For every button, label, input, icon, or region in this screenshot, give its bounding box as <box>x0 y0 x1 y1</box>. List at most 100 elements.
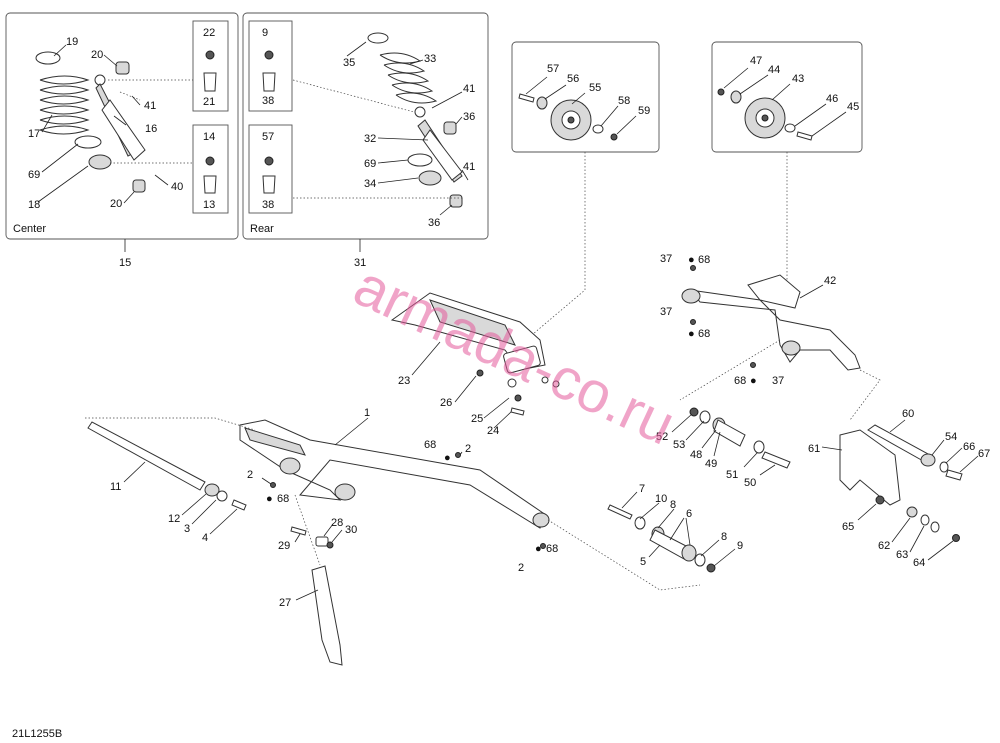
callout-3: 3 <box>184 523 190 535</box>
nut <box>326 541 334 549</box>
callout-36: 36 <box>463 111 475 123</box>
callout-57: 57 <box>262 131 274 143</box>
grease-fitting <box>690 265 696 271</box>
bracket-assembly: 60 61 54 66 67 65 62 63 64 <box>808 408 990 569</box>
callout-24: 24 <box>487 425 499 437</box>
callout-34: 34 <box>364 178 376 190</box>
callout-26: 26 <box>440 397 452 409</box>
bolt <box>262 175 276 194</box>
callout-37: 37 <box>660 253 672 265</box>
callout-58: 58 <box>618 95 630 107</box>
callout-46: 46 <box>826 93 838 105</box>
oil-drop-icon: ● <box>688 254 695 266</box>
callout-27: 27 <box>279 597 291 609</box>
callout-35: 35 <box>343 57 355 69</box>
nut <box>875 495 885 505</box>
washer <box>507 378 517 388</box>
washer <box>694 553 706 567</box>
callout-2: 2 <box>518 562 524 574</box>
callout-45: 45 <box>847 101 859 113</box>
idler-wheel-inset-right: 47 44 43 46 45 <box>711 41 863 280</box>
rear-arm-assembly: 42 37 ● 68 37 ● 68 68 ● 37 <box>660 253 881 421</box>
callout-62: 62 <box>878 540 890 552</box>
callout-20: 20 <box>91 49 103 61</box>
nut <box>952 534 960 542</box>
callout-50: 50 <box>744 477 756 489</box>
callout-8: 8 <box>670 499 676 511</box>
callout-64: 64 <box>913 557 925 569</box>
callout-68: 68 <box>734 375 746 387</box>
rear-arm-pivot-hardware: 52 53 48 49 51 50 <box>656 407 791 489</box>
oil-drop-icon: ● <box>688 328 695 340</box>
washer <box>930 521 940 533</box>
o-ring <box>407 153 433 167</box>
callout-2: 2 <box>465 443 471 455</box>
callout-56: 56 <box>567 73 579 85</box>
callout-14: 14 <box>203 131 215 143</box>
callout-60: 60 <box>902 408 914 420</box>
nut <box>476 369 484 377</box>
washer <box>536 96 548 110</box>
callout-47: 47 <box>750 55 762 67</box>
callout-13: 13 <box>203 199 215 211</box>
callout-43: 43 <box>792 73 804 85</box>
callout-30: 30 <box>345 524 357 536</box>
callout-19: 19 <box>66 36 78 48</box>
washer <box>592 124 604 134</box>
lower-swing-arm: 1 68 ● 2 11 2 ● 68 12 3 4 2 ● 68 <box>85 407 701 591</box>
nut <box>264 156 274 166</box>
callout-25: 25 <box>471 413 483 425</box>
callout-5: 5 <box>640 556 646 568</box>
callout-51: 51 <box>726 469 738 481</box>
link <box>311 565 343 666</box>
grease-fitting <box>270 482 276 488</box>
callout-4: 4 <box>202 532 208 544</box>
callout-22: 22 <box>203 27 215 39</box>
nut <box>205 156 215 166</box>
rear-shock-inset: 9 38 57 38 35 33 41 36 32 69 34 41 36 Re… <box>242 12 489 269</box>
center-inset-frame <box>5 12 239 240</box>
callout-38: 38 <box>262 199 274 211</box>
callout-17: 17 <box>28 128 40 140</box>
grease-fitting <box>750 362 756 368</box>
grease-fitting <box>455 452 461 458</box>
callout-36: 36 <box>428 217 440 229</box>
center-shock <box>94 74 146 161</box>
callout-41: 41 <box>463 161 475 173</box>
washer <box>634 516 646 530</box>
washer <box>939 461 949 473</box>
oil-drop-icon: ● <box>750 375 757 387</box>
bushing <box>443 121 457 135</box>
nut <box>514 394 522 402</box>
callout-38: 38 <box>262 95 274 107</box>
bolt <box>203 175 217 194</box>
center-lower-bolt-box <box>192 124 229 214</box>
callout-15: 15 <box>119 257 131 269</box>
grease-fitting <box>690 319 696 325</box>
callout-67: 67 <box>978 448 990 460</box>
front-arm-assembly: 23 26 25 24 <box>390 292 560 437</box>
idler-wheel-inset-left: 57 56 55 58 59 <box>511 41 660 346</box>
nut <box>610 133 618 141</box>
center-spring <box>39 75 90 135</box>
link-assembly: 29 28 30 27 <box>278 494 357 666</box>
oil-drop-icon: ● <box>444 452 451 464</box>
callout-1: 1 <box>364 407 370 419</box>
pivot-hardware: 7 10 8 6 8 9 5 <box>607 483 743 573</box>
callout-11: 11 <box>110 481 121 493</box>
callout-59: 59 <box>638 105 650 117</box>
callout-10: 10 <box>655 493 667 505</box>
rear-lower-bolt-box <box>248 124 293 214</box>
callout-40: 40 <box>171 181 183 193</box>
callout-6: 6 <box>686 508 692 520</box>
diagram-code: 21L1255B <box>12 728 62 740</box>
callout-9: 9 <box>262 27 268 39</box>
callout-31: 31 <box>354 257 366 269</box>
callout-61: 61 <box>808 443 820 455</box>
callout-37: 37 <box>660 306 672 318</box>
oil-drop-icon: ● <box>266 493 273 505</box>
nut <box>717 88 725 96</box>
rear-shock <box>414 106 463 183</box>
callout-68: 68 <box>546 543 558 555</box>
